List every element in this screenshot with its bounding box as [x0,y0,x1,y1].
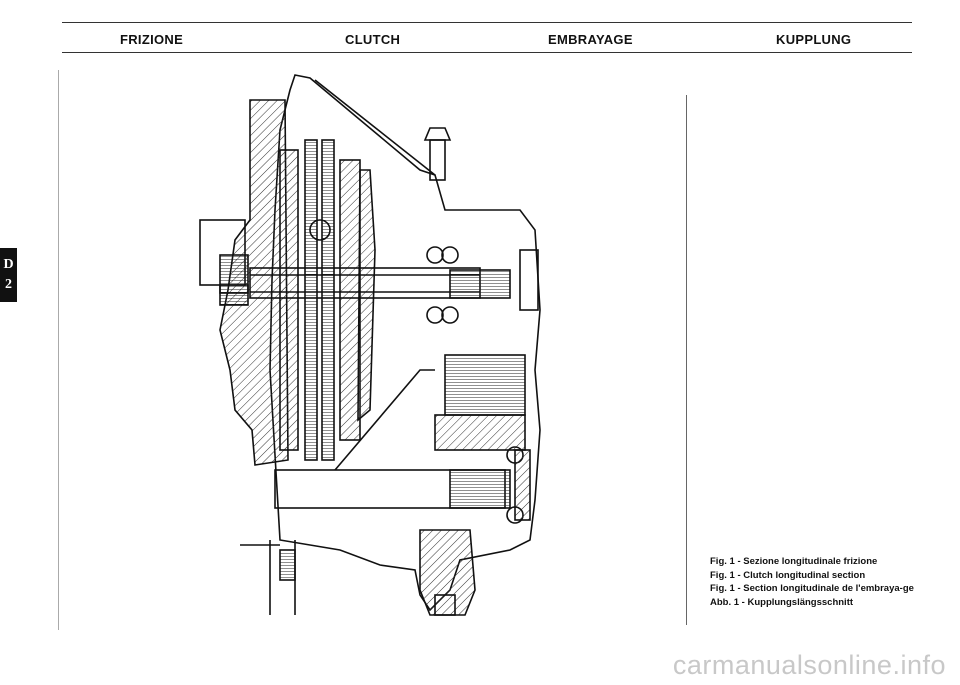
figure-caption: Fig. 1 - Sezione longitudinale frizione … [710,556,935,610]
section-tab: D 2 [0,248,17,302]
header-top-rule [62,22,912,23]
section-tab-number: 2 [5,277,12,292]
header-title-frizione: FRIZIONE [120,32,184,47]
caption-line-german: Abb. 1 - Kupplungslängsschnitt [710,596,854,608]
caption-divider-line [686,95,687,625]
left-margin-line [58,70,59,630]
header-title-kupplung: KUPPLUNG [776,32,852,47]
header-title-clutch: CLUTCH [345,32,401,47]
caption-line-italian: Fig. 1 - Sezione longitudinale frizione [710,556,878,567]
watermark-text: carmanualsonline.info [672,650,946,680]
header-bottom-rule [62,52,912,53]
caption-line-french: Fig. 1 - Section longitudinale de l'embr… [710,583,914,594]
caption-line-english: Fig. 1 - Clutch longitudinal section [710,569,866,581]
header-title-embrayage: EMBRAYAGE [548,32,633,47]
clutch-section-drawing [199,74,541,616]
section-tab-letter: D [3,257,14,272]
